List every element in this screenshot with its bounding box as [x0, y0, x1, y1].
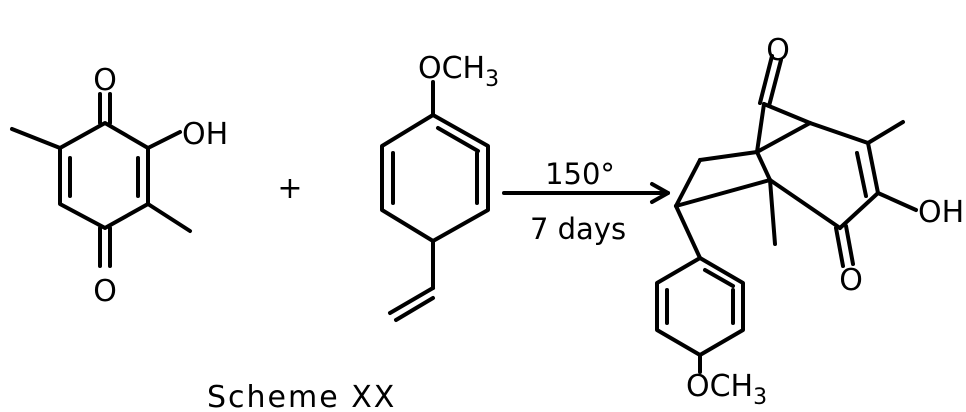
styrene-vinyl-double-b [394, 296, 435, 322]
quinone-methyl-right [146, 202, 192, 233]
quinone-methyl-left [10, 127, 62, 150]
product-ring-back-down [674, 158, 702, 208]
product-aryl-ring-bonds [655, 256, 745, 357]
reactant-quinone: O O OH [10, 63, 228, 309]
product-methoxy-label: OCH3 [686, 369, 767, 410]
product-ring-back-top [755, 121, 812, 154]
quinone-ring-bonds [58, 121, 150, 230]
product-bridge-oxygen: O [766, 33, 790, 68]
product-ring-c3-c2 [838, 191, 880, 230]
product-ketone-oxygen: O [839, 263, 863, 298]
quinone-oxygen-top: O [93, 63, 117, 98]
product-bridge-carbonyl-a [758, 54, 774, 105]
product-ring-bridgehead-link [674, 178, 772, 208]
quinone-hydroxyl-label: OH [182, 117, 228, 152]
reactant-methoxystyrene: OCH3 [380, 51, 499, 322]
arrow-head [650, 182, 670, 204]
product-bridge-left [755, 102, 766, 154]
product-hydroxyl-label: OH [918, 195, 964, 230]
product-bicyclic-adduct: O OH O OCH3 [655, 33, 964, 410]
plus-sign: + [277, 171, 302, 206]
product-ring-bridge-vertical [755, 150, 772, 182]
styrene-double-bond-top [436, 126, 480, 153]
product-methyl-bridgehead [768, 178, 777, 246]
product-aryl-double-c [703, 268, 735, 288]
product-bridge-carbonyl-b [767, 58, 783, 108]
product-ring-back-left [698, 150, 759, 162]
product-enol-double-a [866, 141, 880, 195]
product-ketone-b [844, 224, 855, 266]
product-oh-bond [876, 191, 918, 212]
product-methyl-top [866, 120, 905, 145]
product-aryl-bond [674, 204, 702, 260]
quinone-oxygen-bottom: O [93, 274, 117, 309]
product-bridge-right [762, 102, 812, 125]
quinone-oh-bond [146, 130, 182, 150]
product-ring-c2-bridgehead [768, 178, 842, 230]
condition-temperature: 150° [545, 157, 615, 191]
reaction-arrow: 150° 7 days [502, 157, 670, 246]
styrene-methoxy-label: OCH3 [418, 51, 499, 92]
styrene-ring-bonds [380, 113, 490, 243]
product-enol-double-b [855, 151, 868, 198]
condition-time: 7 days [530, 212, 626, 246]
scheme-caption: Scheme XX [207, 380, 396, 412]
product-ketone-a [834, 226, 845, 268]
product-ring-top-right [808, 121, 870, 145]
styrene-vinyl-double-a [388, 286, 435, 315]
